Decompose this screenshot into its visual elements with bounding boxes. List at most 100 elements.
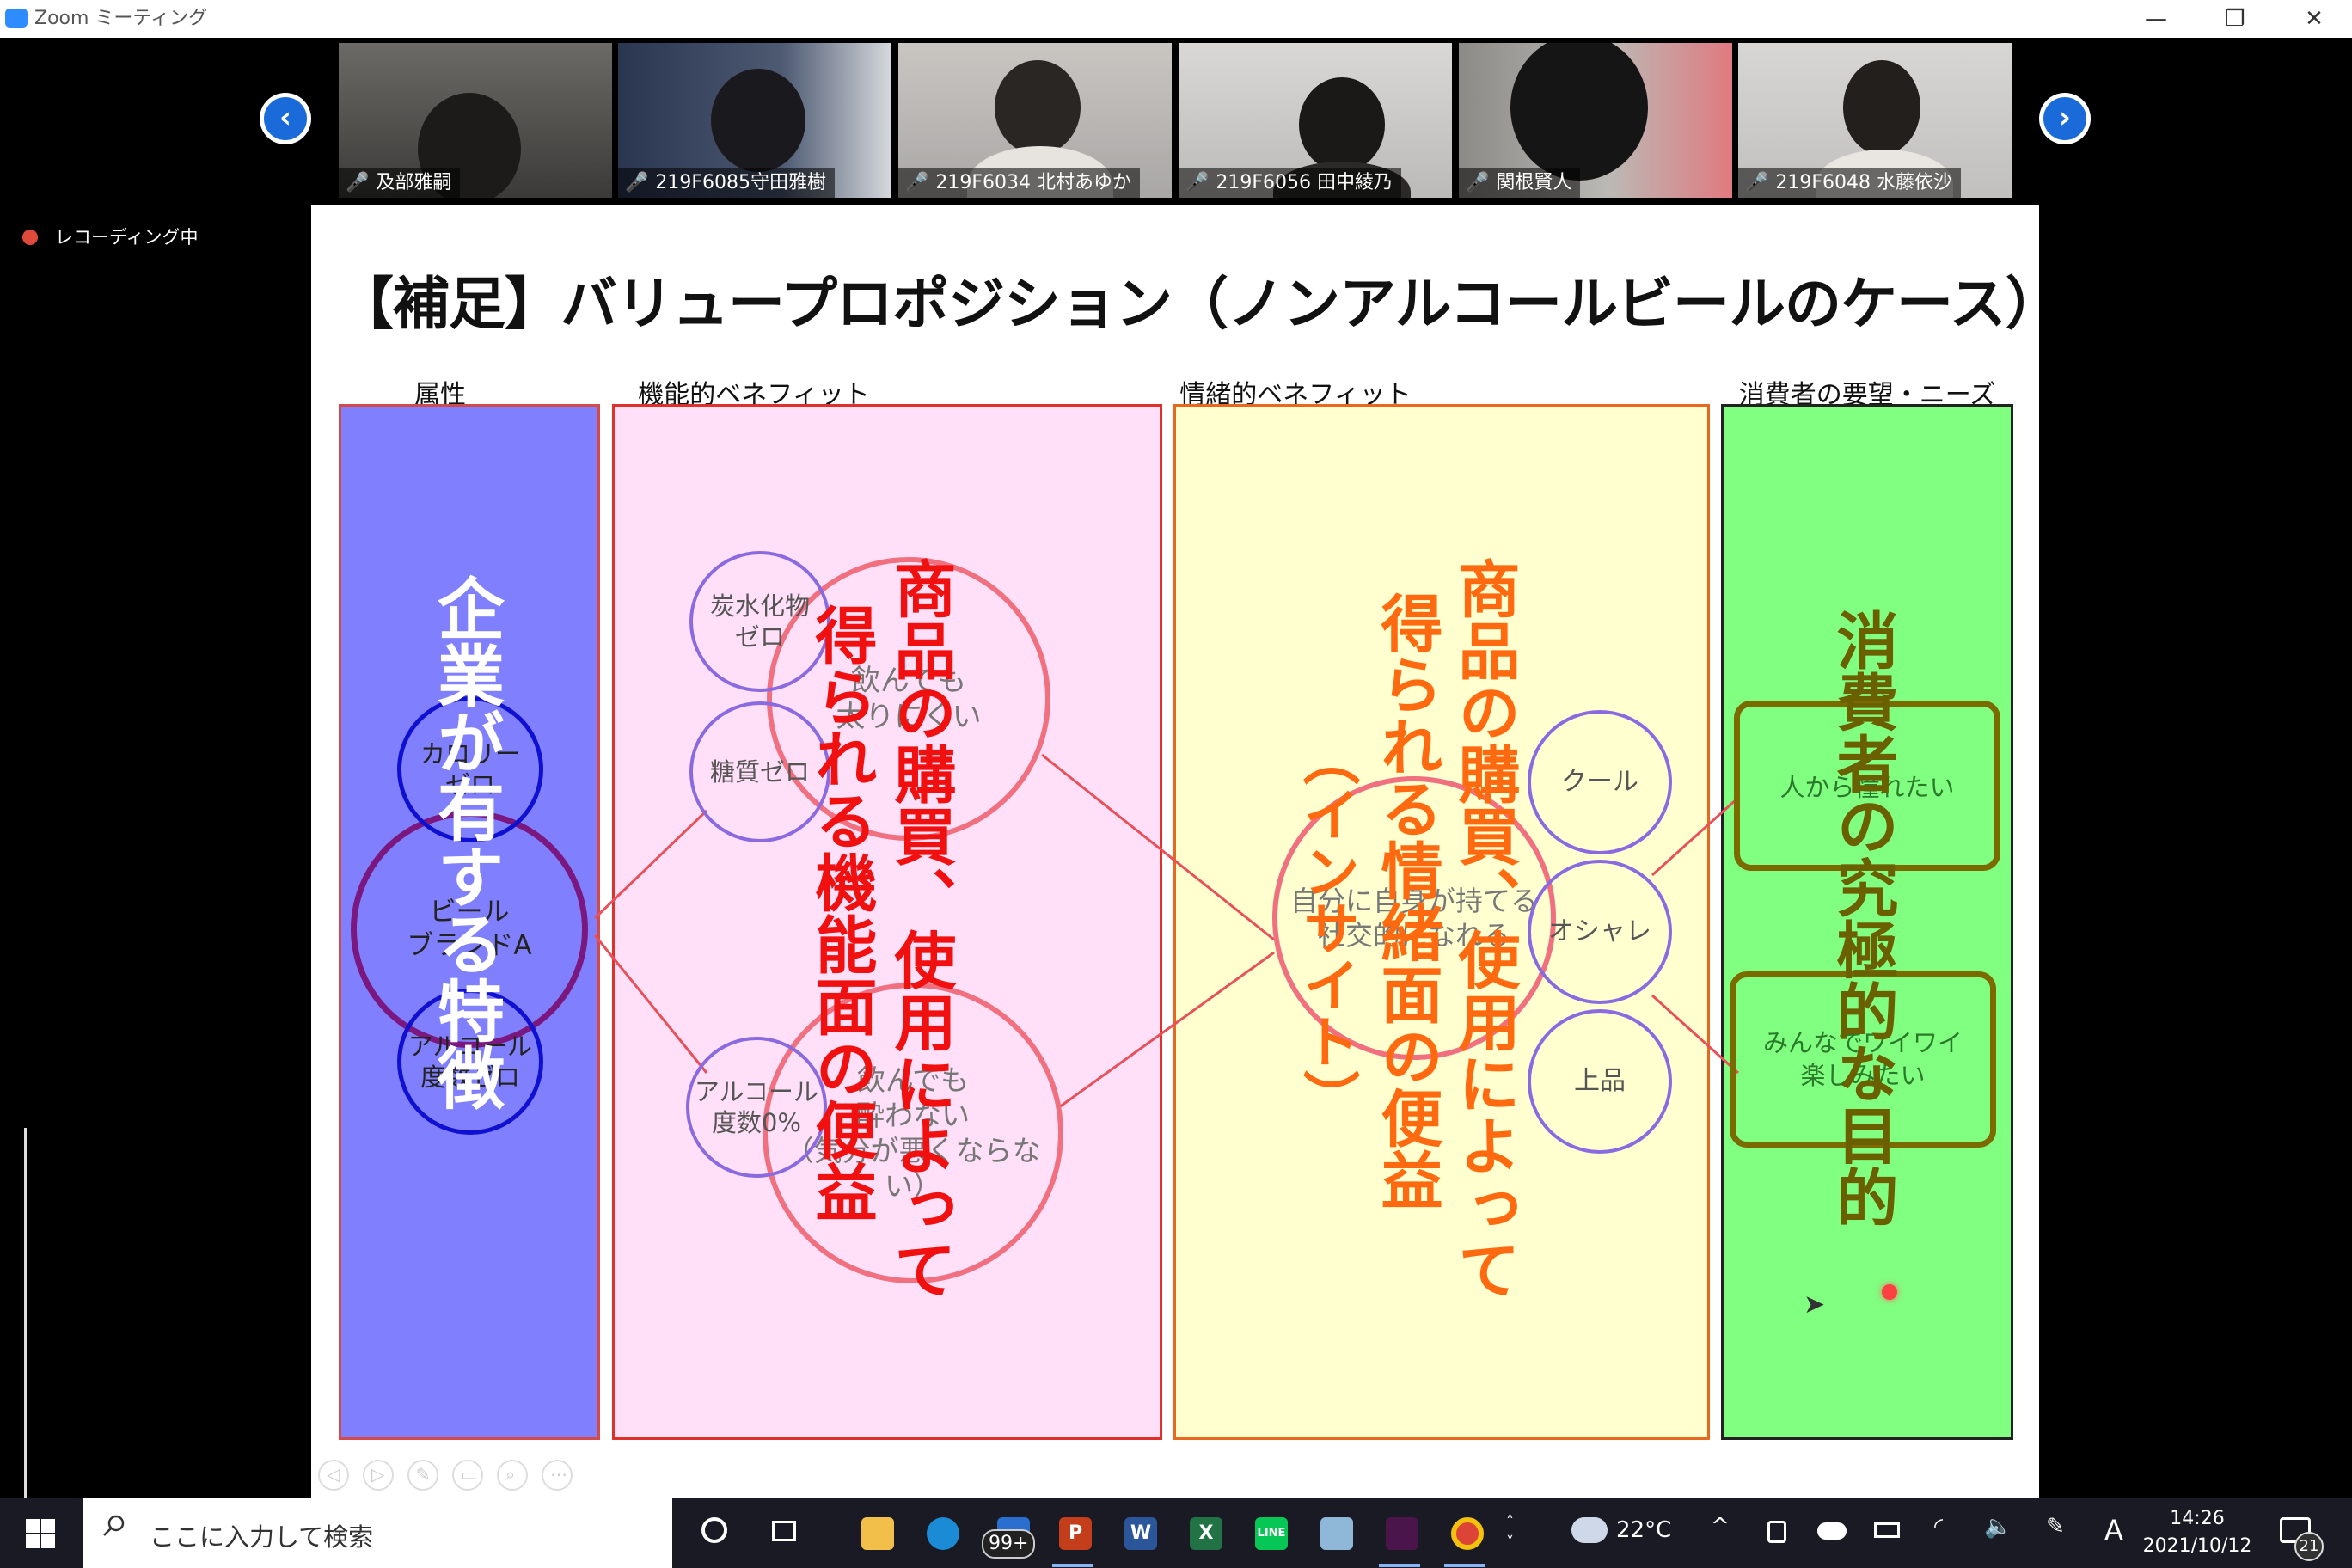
cortana-button[interactable] [683, 1498, 748, 1568]
functional-overlay-line2: 得られる機能面の便益 [805, 603, 877, 1222]
connector-lines [593, 753, 1740, 1109]
file-explorer-button[interactable] [842, 1498, 908, 1568]
excel-button[interactable]: X [1171, 1498, 1236, 1568]
slideshow-more-button[interactable]: ⋯ [542, 1460, 573, 1491]
participant-name-bar: 🎤 219F6034 北村あゆか [898, 168, 1141, 198]
person-silhouette [995, 60, 1081, 155]
clock-date: 2021/10/12 [2142, 1535, 2252, 1557]
wifi-icon[interactable]: ◜ [1934, 1514, 1944, 1540]
line-icon: LINE [1255, 1517, 1288, 1550]
laser-pointer-icon [1882, 1284, 1897, 1300]
volume-icon[interactable]: 🔈 [1984, 1514, 2012, 1540]
minimize-button[interactable]: — [2145, 6, 2167, 32]
battery-icon[interactable] [1874, 1522, 1900, 1538]
mic-muted-icon: 🎤 [625, 172, 649, 193]
participant-tile[interactable]: 🎤219F6085守田雅樹 [618, 43, 891, 198]
gallery-next-button[interactable]: › [2039, 93, 2091, 144]
clock[interactable]: 14:26 2021/10/12 [2137, 1505, 2257, 1560]
participant-tile[interactable]: 🎤 219F6034 北村あゆか [898, 43, 1172, 198]
word-button[interactable]: W [1106, 1498, 1171, 1568]
functional-overlay-line1: 商品の購買、使用によって [884, 557, 956, 1300]
person-silhouette [1299, 77, 1385, 172]
recording-dot-icon [22, 230, 38, 245]
folder-icon [861, 1517, 894, 1550]
pen-icon[interactable]: ✎ [2046, 1514, 2065, 1540]
slideshow-pen-button[interactable]: ✎ [407, 1460, 438, 1491]
meet-now-icon[interactable] [1767, 1521, 1786, 1543]
mic-muted-icon: 🎤 [905, 172, 929, 193]
windows-start-button[interactable] [26, 1519, 55, 1548]
powerpoint-icon: P [1059, 1517, 1092, 1550]
emotional-small-circle-cool: クール [1528, 710, 1672, 854]
word-icon: W [1124, 1517, 1157, 1550]
participant-name-bar: 🎤関根賢人 [1459, 168, 1581, 198]
participant-tile[interactable]: 🎤219F6056 田中綾乃 [1179, 43, 1452, 198]
weather-temperature[interactable]: 22°C [1616, 1517, 1672, 1543]
participant-tile[interactable]: 🎤219F6048 水藤依沙 [1738, 43, 2012, 198]
needs-box-admired: 人から憧れたい [1734, 701, 2000, 871]
taskbar-scroll-arrows[interactable]: ˄˅ [1506, 1513, 1514, 1552]
task-view-icon [772, 1521, 796, 1541]
functional-small-circle-carb: 炭水化物ゼロ [689, 551, 830, 692]
active-app-indicator [1379, 1564, 1420, 1567]
slideshow-zoom-button[interactable]: ⌕ [497, 1460, 528, 1491]
search-placeholder: ここに入力して検索 [150, 1522, 374, 1552]
needs-overlay-text: 消費者の究極的な目的 [1826, 609, 1898, 1228]
mail-button[interactable]: 99+ [978, 1498, 1044, 1568]
participant-tile[interactable]: 🎤関根賢人 [1459, 43, 1732, 198]
attribute-overlay-text: 企業が有する特徴 [426, 574, 504, 1111]
column-needs [1721, 404, 2013, 1440]
powerpoint-button[interactable]: P [1040, 1498, 1106, 1568]
window-title: Zoom ミーティング [34, 8, 208, 29]
notification-count-badge: 21 [2294, 1532, 2324, 1561]
participant-name-bar: 🎤 及部雅嗣 [339, 168, 461, 198]
windows-taskbar: ここに入力して検索 99+ P W X LINE ˄˅ 22°C ^ [0, 1498, 2352, 1568]
zoom-title-bar: Zoom ミーティング — ❐ ✕ [0, 0, 2352, 38]
chrome-icon [1451, 1517, 1484, 1550]
functional-small-circle-alcohol: アルコール度数0% [686, 1037, 827, 1178]
task-view-button[interactable] [750, 1498, 815, 1568]
slideshow-next-button[interactable]: ▷ [363, 1460, 394, 1491]
notification-center-button[interactable]: 21 [2280, 1517, 2324, 1561]
zoom-app-icon [5, 9, 28, 28]
shared-screen-slide: 【補足】バリュープロポジション（ノンアルコールビールのケース） 属性 機能的ベネ… [311, 205, 2062, 1498]
excel-icon: X [1190, 1517, 1222, 1550]
mic-muted-icon: 🎤 [346, 172, 370, 193]
onedrive-icon[interactable] [1817, 1522, 1847, 1540]
mic-muted-icon: 🎤 [1466, 172, 1490, 193]
slack-icon [1386, 1517, 1418, 1550]
search-icon [103, 1515, 125, 1536]
line-button[interactable]: LINE [1236, 1498, 1302, 1568]
slack-button[interactable] [1367, 1498, 1432, 1568]
ime-indicator[interactable]: A [2104, 1514, 2123, 1547]
mail-badge: 99+ [982, 1529, 1036, 1559]
person-silhouette [711, 69, 805, 172]
weather-cloud-icon [1571, 1517, 1608, 1543]
app-icon [1320, 1517, 1353, 1550]
chrome-button[interactable] [1432, 1498, 1498, 1568]
side-scroll-indicator [24, 1128, 27, 1498]
attribute-circle-alcohol: アルコール度数ゼロ [397, 989, 543, 1135]
close-button[interactable]: ✕ [2305, 6, 2324, 32]
emotional-overlay-line3: （インサイト） [1294, 729, 1360, 1126]
emotional-overlay-line1: 商品の購買、使用によって [1448, 557, 1520, 1300]
mic-muted-icon: 🎤 [1745, 172, 1769, 193]
taskbar-search-box[interactable]: ここに入力して検索 [83, 1498, 672, 1568]
restore-button[interactable]: ❐ [2225, 6, 2245, 32]
person-silhouette [1843, 60, 1920, 155]
recording-label: レコーディング中 [55, 227, 199, 248]
slideshow-prev-button[interactable]: ◁ [318, 1460, 349, 1491]
participant-tile[interactable]: 🎤 及部雅嗣 [339, 43, 612, 198]
person-silhouette [1510, 43, 1648, 181]
gallery-prev-button[interactable]: ‹ [260, 93, 311, 144]
participant-name: 及部雅嗣 [376, 172, 452, 193]
edge-button[interactable] [908, 1498, 973, 1568]
app-button[interactable] [1302, 1498, 1367, 1568]
slideshow-slides-button[interactable]: ▭ [452, 1460, 483, 1491]
mic-muted-icon: 🎤 [1185, 172, 1210, 193]
active-app-indicator [1052, 1564, 1093, 1567]
chevron-up-icon[interactable]: ^ [1711, 1514, 1730, 1540]
participant-name: 219F6034 北村あゆか [935, 172, 1132, 193]
chevron-right-icon: › [2043, 97, 2086, 140]
mouse-cursor-icon: ➤ [1804, 1289, 1826, 1320]
